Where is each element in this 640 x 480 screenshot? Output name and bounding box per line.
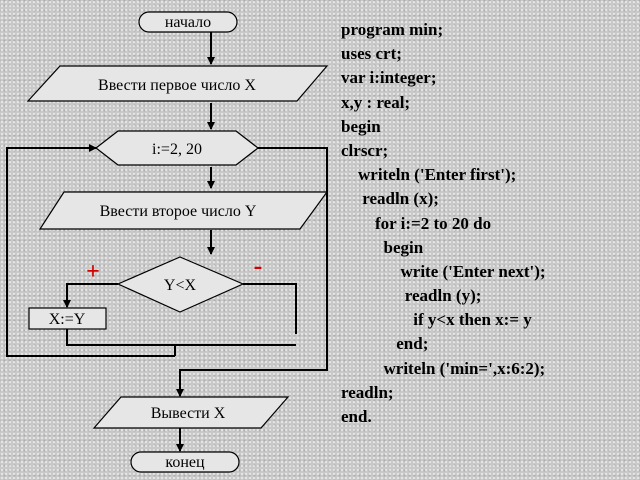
code-line: begin bbox=[341, 237, 424, 257]
arrow-yes-branch bbox=[63, 283, 118, 308]
code-line: begin bbox=[341, 116, 381, 136]
input-first-block bbox=[26, 65, 329, 102]
code-line: readln (x); bbox=[341, 189, 439, 209]
code-line: clrscr; bbox=[341, 140, 389, 160]
code-line: end. bbox=[341, 407, 372, 426]
start-label: начало bbox=[165, 14, 211, 31]
line-no-branch bbox=[243, 283, 297, 334]
input-first-label: Ввести первое число X bbox=[98, 77, 256, 94]
code-line: readln; bbox=[341, 382, 394, 402]
input-second-block bbox=[38, 191, 329, 230]
code-line: end; bbox=[341, 334, 429, 354]
code-line: writeln ('min=',x:6:2); bbox=[341, 358, 546, 378]
end-label: конец bbox=[165, 454, 205, 471]
code-line: uses crt; bbox=[341, 44, 402, 64]
code-line: program min; bbox=[341, 20, 444, 39]
arrow-loop-exit bbox=[176, 147, 328, 397]
line-merge bbox=[66, 328, 296, 346]
input-second-label: Ввести второе число Y bbox=[100, 203, 257, 220]
assign-block bbox=[28, 307, 107, 330]
code-line: if y<x then x:= y bbox=[341, 310, 532, 330]
arrow-loop-back bbox=[6, 144, 175, 357]
no-sign: - bbox=[254, 251, 263, 280]
condition-diamond bbox=[116, 256, 245, 313]
code-line: var i:integer; bbox=[341, 68, 437, 88]
end-terminator bbox=[130, 451, 240, 473]
code-line: writeln ('Enter first'); bbox=[341, 165, 517, 185]
condition-label: Y<X bbox=[164, 277, 197, 294]
output-label: Вывести X bbox=[151, 405, 226, 422]
loop-label: i:=2, 20 bbox=[152, 141, 202, 158]
pascal-code: program min; uses crt; var i:integer; x,y :… bbox=[341, 18, 546, 429]
output-block bbox=[92, 396, 290, 429]
code-line: x,y : real; bbox=[341, 92, 411, 112]
code-line: write ('Enter next'); bbox=[341, 261, 546, 281]
assign-label: X:=Y bbox=[49, 311, 86, 328]
loop-block bbox=[95, 130, 259, 166]
yes-sign: + bbox=[86, 259, 100, 285]
flowchart: начало Ввести первое число X i:=2, 20 Вв… bbox=[6, 11, 329, 473]
code-line: readln (y); bbox=[341, 286, 482, 306]
start-terminator bbox=[138, 11, 238, 33]
code-line: for i:=2 to 20 do bbox=[341, 213, 492, 233]
connector-lines bbox=[6, 32, 328, 452]
